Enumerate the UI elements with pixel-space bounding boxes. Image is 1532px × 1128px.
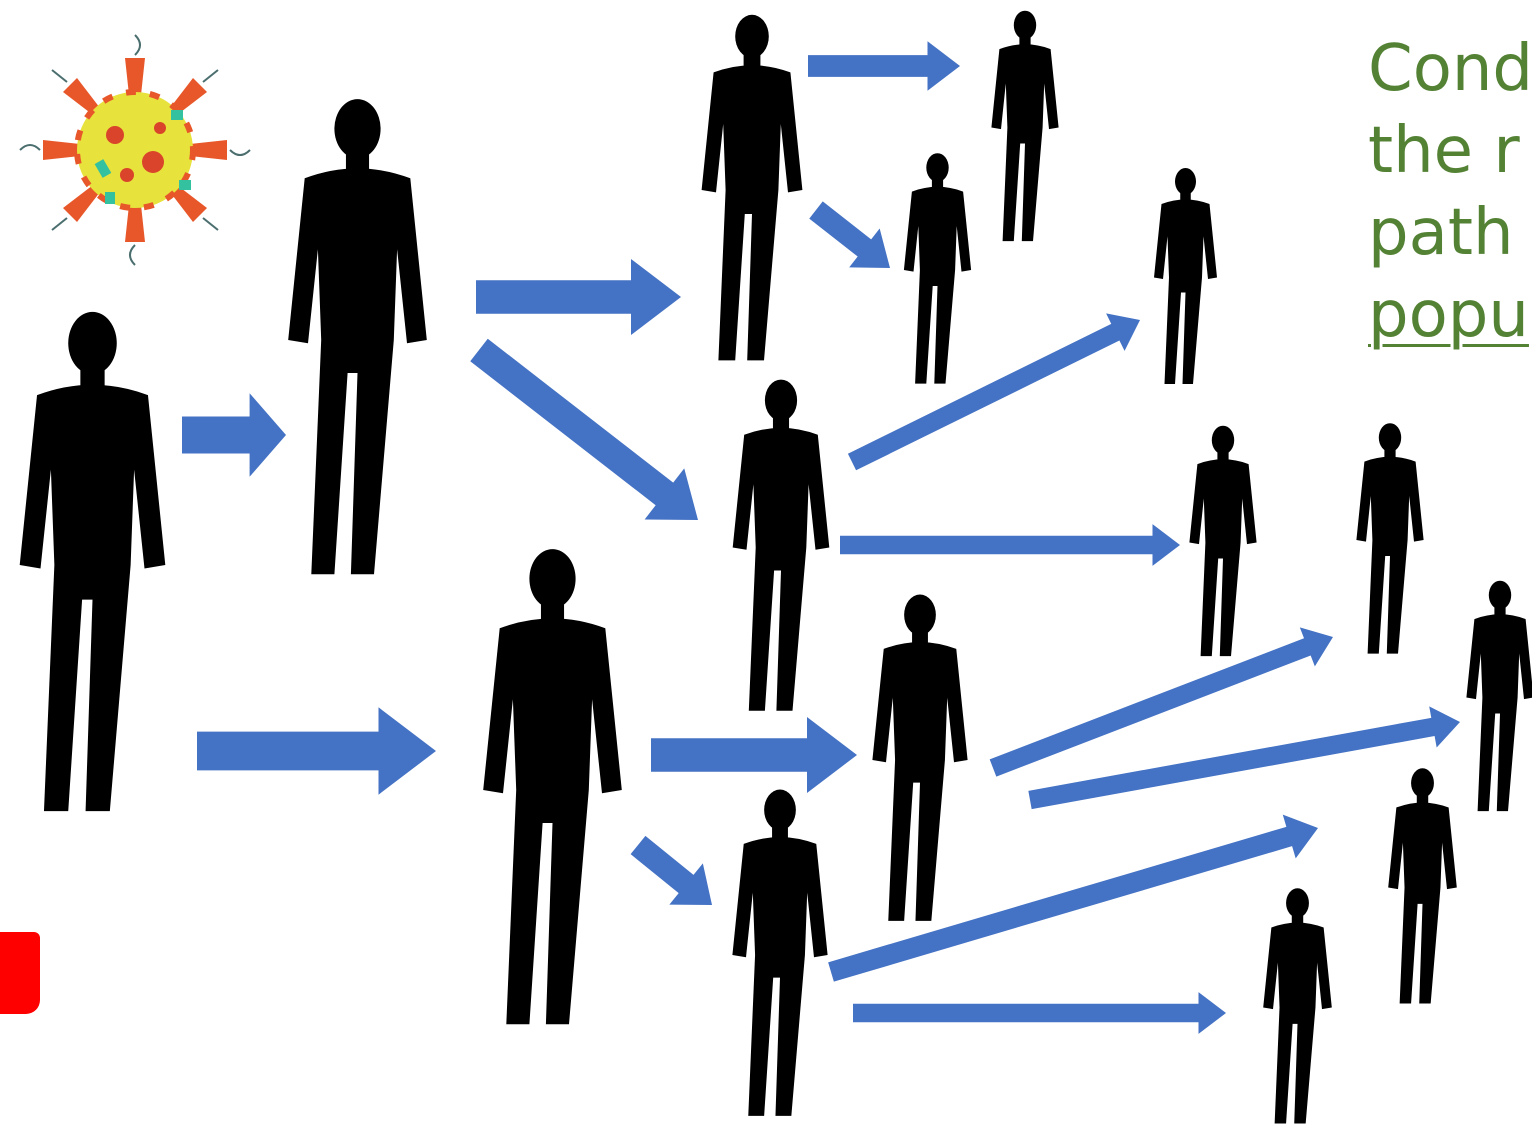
arrow-right-icon [801, 191, 905, 288]
arrow-right-icon [197, 707, 436, 794]
caption-text: Cond the r path popu [1368, 28, 1532, 356]
red-marker [0, 932, 40, 1014]
arrow-right-icon [808, 41, 960, 90]
arrow-right-icon [459, 324, 718, 545]
person-silhouette-icon [1388, 768, 1457, 1003]
arrow-right-icon [1026, 701, 1463, 820]
arrow-right-icon [651, 717, 857, 793]
person-silhouette-icon [732, 790, 827, 1116]
arrow-right-icon [840, 524, 1180, 566]
person-silhouette-icon [1466, 581, 1532, 811]
person-silhouette-icon [288, 99, 427, 574]
arrow-right-icon [182, 393, 286, 477]
person-silhouette-icon [1263, 888, 1332, 1123]
person-silhouette-icon [733, 380, 830, 711]
person-silhouette-icon [483, 549, 622, 1024]
person-silhouette-icon [1154, 168, 1217, 384]
person-silhouette-icon [904, 153, 971, 383]
person-silhouette-icon [702, 15, 803, 361]
caption-line-2: the r [1368, 110, 1532, 192]
caption-line-4: popu [1368, 274, 1532, 356]
person-silhouette-icon [991, 11, 1058, 241]
arrow-right-icon [621, 824, 729, 925]
arrow-right-icon [476, 259, 681, 335]
person-silhouette-icon [1189, 426, 1256, 656]
people-layer [20, 11, 1532, 1124]
person-silhouette-icon [872, 595, 967, 921]
arrow-right-icon [843, 301, 1149, 480]
virus-icon [20, 35, 250, 265]
person-silhouette-icon [20, 312, 166, 811]
caption-line-3: path [1368, 192, 1532, 274]
caption-line-1: Cond [1368, 28, 1532, 110]
arrow-right-icon [853, 992, 1226, 1034]
person-silhouette-icon [1356, 423, 1423, 653]
